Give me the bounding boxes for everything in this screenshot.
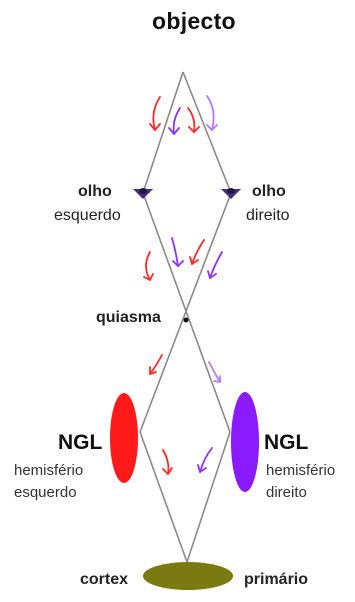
cortex-label-left: cortex xyxy=(80,571,129,588)
arrow-red-4 xyxy=(189,239,205,265)
pathway-lines xyxy=(139,71,232,563)
left-hemisphere-line1: hemisfério xyxy=(14,462,84,479)
right-eye-label-line1: olho xyxy=(252,183,286,200)
right-hemisphere-line2: direito xyxy=(266,484,307,501)
right-eye-icon xyxy=(221,188,241,199)
left-eye-label-line2: esquerdo xyxy=(54,207,121,224)
left-ngl-shape xyxy=(110,393,138,483)
right-eye-label-line2: direito xyxy=(246,207,290,224)
arrow-red-3 xyxy=(143,251,154,281)
left-eye-icon xyxy=(133,188,153,199)
chiasm-point xyxy=(183,317,189,323)
line-right-ngl-to-cortex xyxy=(186,431,231,563)
right-ngl-shape xyxy=(231,392,259,492)
right-ngl-label: NGL xyxy=(264,431,309,454)
left-ngl-label: NGL xyxy=(58,431,103,454)
line-left-ngl-to-cortex xyxy=(139,431,188,563)
cortex-label-right: primário xyxy=(244,571,309,588)
cortex-shape xyxy=(143,562,233,590)
arrow-purple-4 xyxy=(207,251,223,279)
left-eye-label-line1: olho xyxy=(78,183,112,200)
arrow-red-5 xyxy=(149,354,163,375)
chiasm-label: quiasma xyxy=(96,309,161,326)
arrow-purple-1 xyxy=(168,107,181,135)
arrow-red-6 xyxy=(162,449,173,475)
right-hemisphere-line1: hemisfério xyxy=(266,462,336,479)
arrow-purple-3 xyxy=(171,237,184,267)
object-label: objecto xyxy=(152,8,236,34)
arrow-red-1 xyxy=(149,96,161,131)
arrow-purple-2 xyxy=(206,95,218,131)
arrow-purple-5 xyxy=(208,361,221,383)
line-object-to-left-eye xyxy=(142,71,184,194)
arrow-purple-6 xyxy=(197,447,213,473)
line-right-eye-to-left-ngl xyxy=(139,192,232,433)
line-object-to-right-eye xyxy=(182,71,232,194)
left-hemisphere-line2: esquerdo xyxy=(14,484,77,501)
line-left-eye-to-right-ngl xyxy=(142,192,231,433)
arrow-red-2 xyxy=(187,107,200,133)
